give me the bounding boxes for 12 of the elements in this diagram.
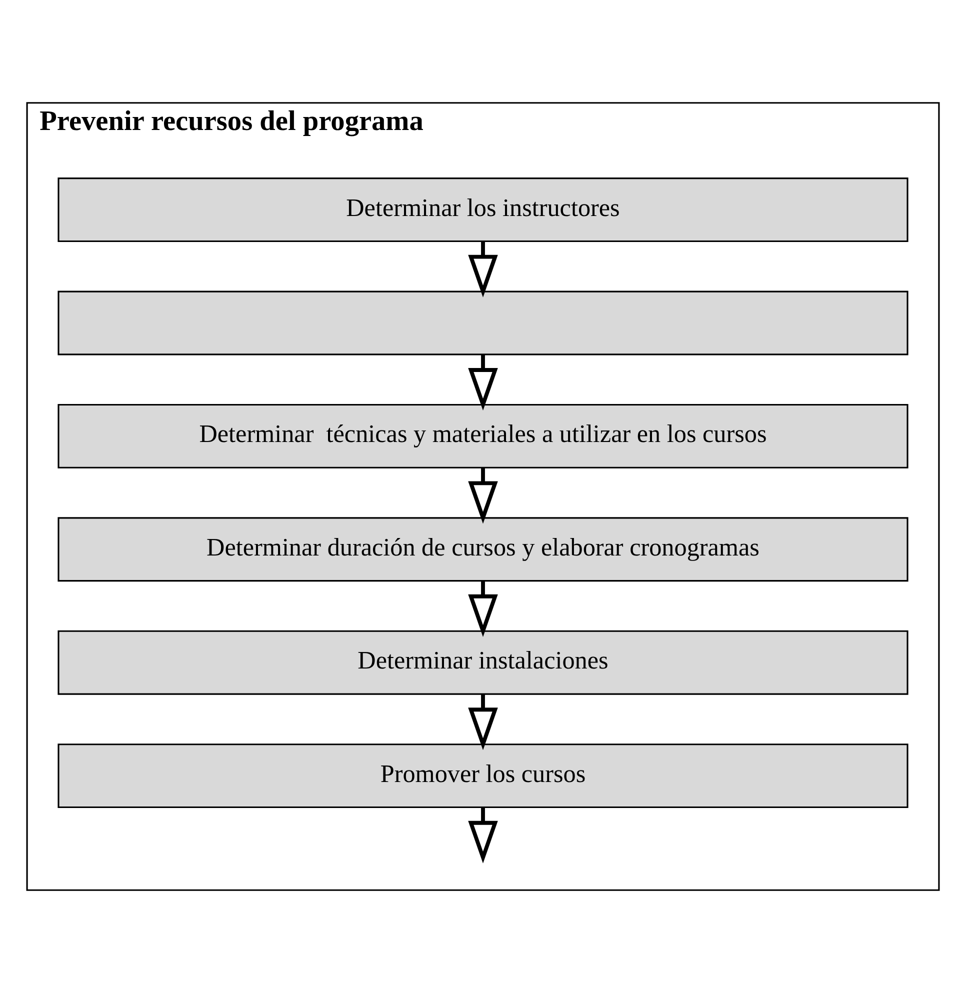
node-box — [58, 290, 908, 355]
node-box: Determinar los instructores — [58, 177, 908, 242]
node-box: Promover los cursos — [58, 743, 908, 808]
node-box: Determinar instalaciones — [58, 630, 908, 694]
arrow — [468, 240, 498, 297]
node-box: Determinar técnicas y materiales a utilizar en los cursos — [58, 403, 908, 468]
node-box: Determinar duración de cursos y elaborar cronogramas — [58, 516, 908, 582]
arrow — [468, 580, 498, 636]
arrow — [468, 807, 498, 863]
arrow — [468, 467, 498, 524]
arrow — [468, 354, 498, 410]
arrow — [468, 694, 498, 750]
